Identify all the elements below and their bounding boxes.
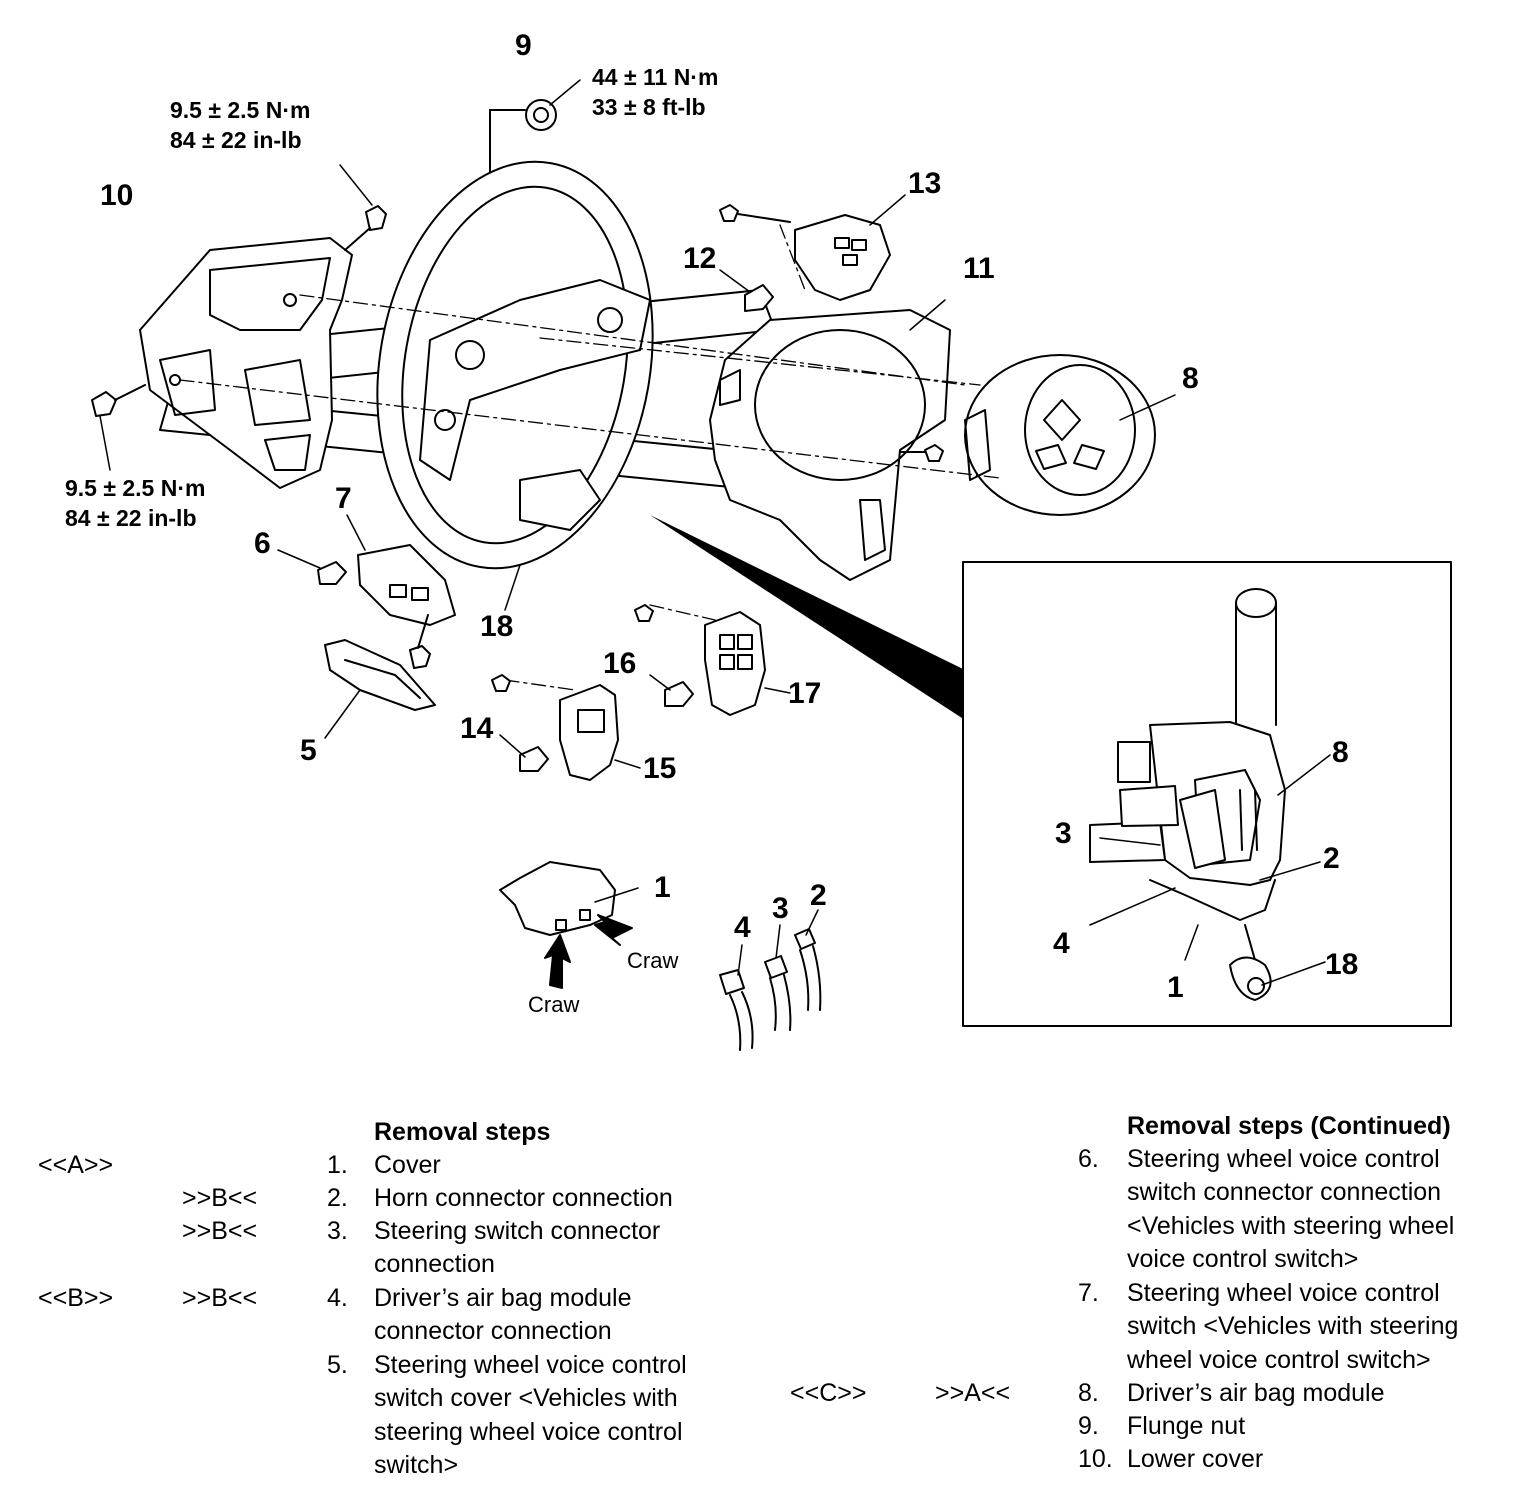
connector-3 bbox=[764, 924, 792, 1031]
connector-4 bbox=[719, 944, 754, 1051]
torque-nut-ftlb: 33 ± 8 ft-lb bbox=[592, 94, 706, 120]
step-8-text: Driver’s air bag module bbox=[1127, 1379, 1385, 1407]
callout-4: 4 bbox=[734, 911, 751, 944]
voice-switch-cover bbox=[324, 639, 436, 739]
callout-1: 1 bbox=[654, 871, 671, 904]
step-6-num: 6. bbox=[1078, 1145, 1099, 1173]
step-9-text: Flunge nut bbox=[1127, 1412, 1246, 1440]
inset-callout-18: 18 bbox=[1325, 948, 1358, 981]
step-4-ref-left: <<B>> bbox=[38, 1284, 114, 1312]
callout-13: 13 bbox=[908, 167, 941, 200]
callout-8: 8 bbox=[1182, 362, 1199, 395]
step-10-text: Lower cover bbox=[1127, 1445, 1264, 1473]
step-3-ref-right: >>B<< bbox=[182, 1217, 258, 1245]
step-8-ref-right: >>A<< bbox=[935, 1379, 1011, 1407]
torque-bottom-left-inlb: 84 ± 22 in-lb bbox=[65, 505, 197, 531]
step-1-text: Cover bbox=[374, 1151, 441, 1179]
step-5-text: Steering wheel voice control switch cove… bbox=[374, 1351, 687, 1480]
callout-10: 10 bbox=[100, 179, 133, 212]
step-9-num: 9. bbox=[1078, 1412, 1099, 1440]
torque-nut-nm: 44 ± 11 N·m bbox=[592, 64, 718, 90]
bolt-lower-cover-side bbox=[91, 384, 146, 417]
callout-6: 6 bbox=[254, 527, 271, 560]
torque-bottom-left-nm: 9.5 ± 2.5 N·m bbox=[65, 475, 205, 501]
inset-pointer bbox=[650, 515, 965, 720]
step-4-text: Driver’s air bag module connector connec… bbox=[374, 1284, 632, 1346]
craw-arrow-bottom bbox=[544, 934, 571, 989]
airbag-module bbox=[964, 354, 1176, 516]
step-2-num: 2. bbox=[327, 1184, 348, 1212]
clip-14 bbox=[499, 734, 549, 772]
clip-6 bbox=[277, 549, 347, 585]
inset-callout-3: 3 bbox=[1055, 817, 1072, 850]
clip-16 bbox=[649, 674, 694, 707]
lower-cover bbox=[139, 237, 353, 489]
step-2-text: Horn connector connection bbox=[374, 1184, 673, 1212]
step-1-num: 1. bbox=[327, 1151, 348, 1179]
voice-control-switch bbox=[346, 514, 456, 669]
alignment-lines bbox=[179, 224, 1001, 691]
callout-17: 17 bbox=[788, 677, 821, 710]
step-3-text: Steering switch connector connection bbox=[374, 1217, 661, 1279]
callout-14: 14 bbox=[460, 712, 494, 745]
torque-top-left-inlb: 84 ± 22 in-lb bbox=[170, 127, 302, 153]
step-7-num: 7. bbox=[1078, 1279, 1099, 1307]
step-3-num: 3. bbox=[327, 1217, 348, 1245]
callout-2: 2 bbox=[810, 879, 827, 912]
inset-callout-1: 1 bbox=[1167, 971, 1184, 1004]
callout-11: 11 bbox=[963, 252, 995, 285]
step-8-ref-left: <<C>> bbox=[790, 1379, 867, 1407]
steering-switch-15 bbox=[491, 674, 641, 781]
screw-airbag bbox=[899, 444, 944, 462]
callout-18: 18 bbox=[480, 610, 513, 643]
step-5-num: 5. bbox=[327, 1351, 348, 1379]
connector-2 bbox=[794, 909, 822, 1011]
step-8-num: 8. bbox=[1078, 1379, 1099, 1407]
callout-3: 3 bbox=[772, 892, 789, 925]
step-6-text: Steering wheel voice control switch conn… bbox=[1127, 1145, 1455, 1274]
callout-15: 15 bbox=[643, 752, 676, 785]
step-4-ref-right: >>B<< bbox=[182, 1284, 258, 1312]
bolt-lower-cover-top bbox=[344, 205, 387, 251]
inset-callout-2: 2 bbox=[1323, 842, 1340, 875]
removal-steps-title: Removal steps bbox=[374, 1118, 551, 1146]
callout-5: 5 bbox=[300, 734, 317, 767]
upper-cover bbox=[709, 299, 951, 581]
callout-7: 7 bbox=[335, 482, 352, 515]
torque-top-left-nm: 9.5 ± 2.5 N·m bbox=[170, 97, 310, 123]
craw-label-right: Craw bbox=[627, 948, 678, 973]
callout-16: 16 bbox=[603, 647, 636, 680]
callout-12: 12 bbox=[683, 242, 716, 275]
craw-arrow-right bbox=[594, 914, 633, 946]
step-4-num: 4. bbox=[327, 1284, 348, 1312]
inset-callout-8: 8 bbox=[1332, 736, 1349, 769]
inset-detail bbox=[962, 561, 1452, 1027]
exploded-view-diagram: 9.5 ± 2.5 N·m 84 ± 22 in-lb 9.5 ± 2.5 N·… bbox=[65, 29, 1452, 1051]
step-2-ref-right: >>B<< bbox=[182, 1184, 258, 1212]
steering-switch-13 bbox=[794, 194, 906, 301]
step-7-text: Steering wheel voice control switch <Veh… bbox=[1127, 1279, 1459, 1374]
clip-12 bbox=[719, 269, 774, 312]
cover-1 bbox=[499, 861, 639, 936]
step-1-ref-left: <<A>> bbox=[38, 1151, 114, 1179]
steering-wheel bbox=[376, 160, 654, 611]
step-10-num: 10. bbox=[1078, 1445, 1113, 1473]
callout-9: 9 bbox=[515, 29, 532, 62]
torque-leader-top-left bbox=[339, 164, 373, 206]
screw-upper-right bbox=[719, 204, 791, 223]
steering-switch-17 bbox=[634, 604, 791, 716]
craw-label-bottom: Craw bbox=[528, 992, 579, 1017]
inset-callout-4: 4 bbox=[1053, 927, 1070, 960]
removal-steps-continued-title: Removal steps (Continued) bbox=[1127, 1112, 1451, 1140]
